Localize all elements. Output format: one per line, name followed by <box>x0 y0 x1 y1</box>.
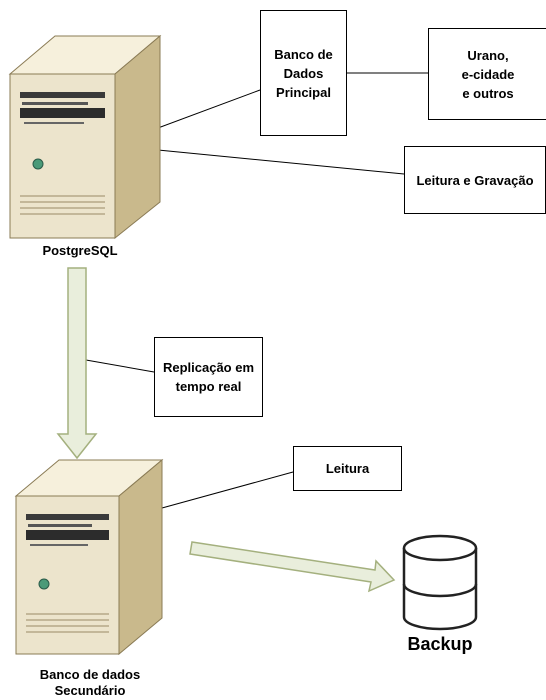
backup-arrow <box>189 541 396 593</box>
connector-primary-to-main-db <box>157 89 261 129</box>
secondary-server-icon <box>14 458 164 656</box>
replication-arrow <box>56 267 98 460</box>
connector-secondary-to-read <box>161 471 294 509</box>
box-read: Leitura <box>293 446 402 491</box>
primary-server-icon <box>8 34 162 240</box>
connector-arrow-to-replication <box>85 359 155 373</box>
caption-primary-server: PostgreSQL <box>42 243 118 258</box>
box-replication: Replicação em tempo real <box>154 337 263 417</box>
box-read-write: Leitura e Gravação <box>404 146 546 214</box>
caption-secondary-server: Banco de dados Secundário <box>39 667 141 698</box>
connector-primary-to-read-write <box>157 149 405 175</box>
box-apps: Urano, e-cidade e outros <box>428 28 546 120</box>
box-main-db: Banco de Dados Principal <box>260 10 347 136</box>
backup-cylinder-icon <box>402 534 478 631</box>
caption-backup: Backup <box>407 634 473 654</box>
